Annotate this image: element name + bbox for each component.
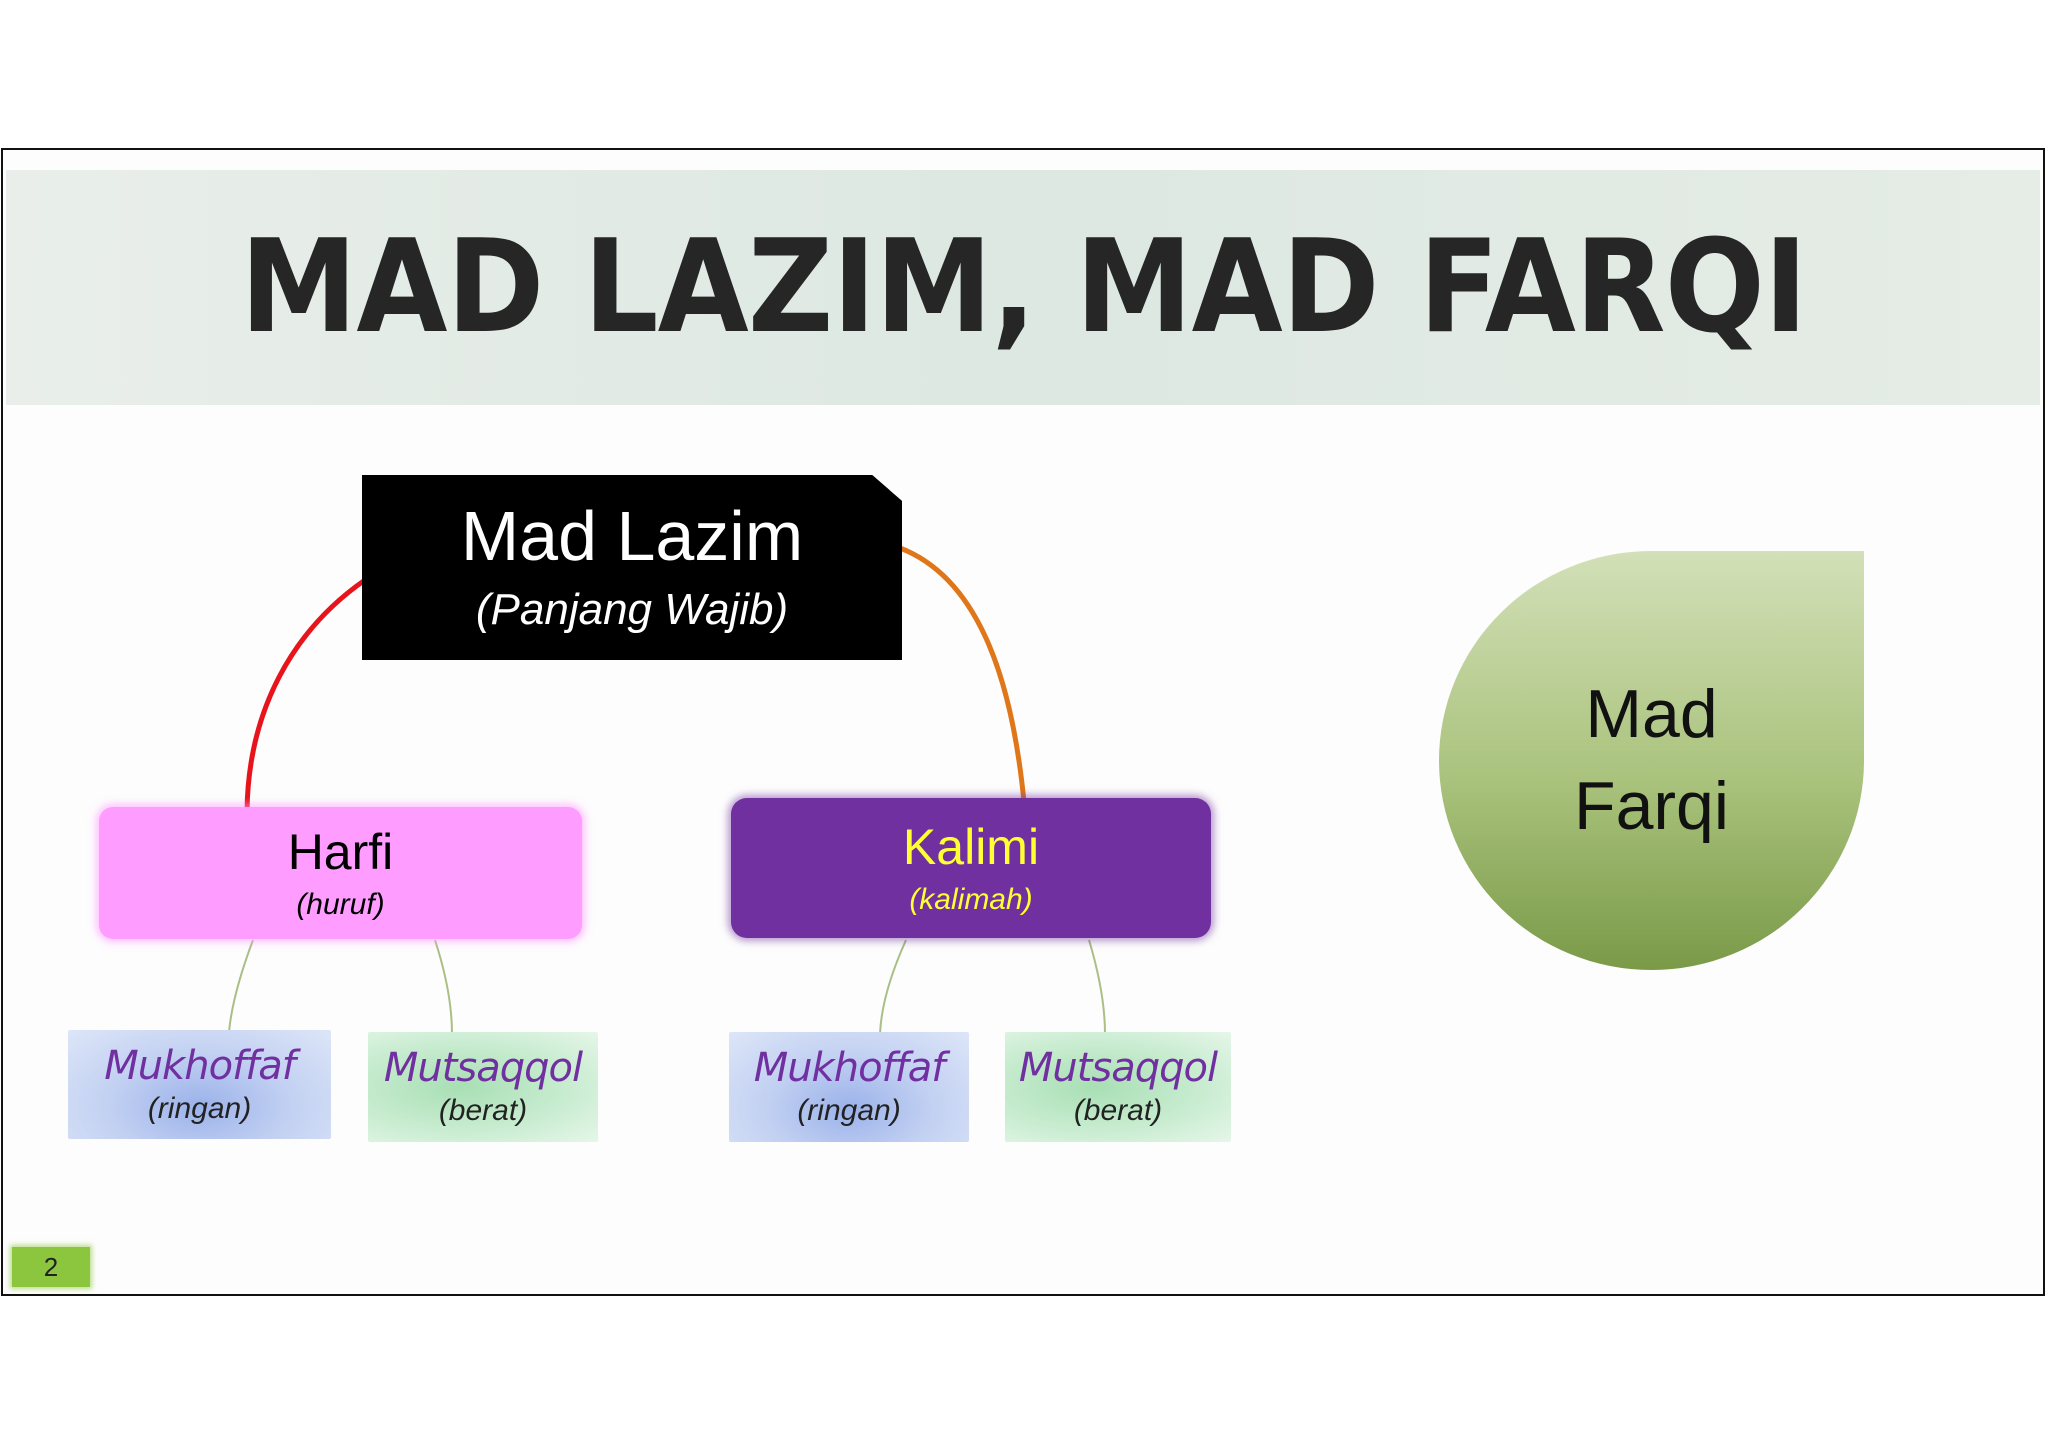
connector-harfi-leaf1 (228, 939, 254, 1033)
leaf-label: Mukhoffaf (753, 1045, 946, 1091)
node-mad-farqi: Mad Farqi (1439, 551, 1864, 970)
leaf-node-harfi-mutsaqqol: Mutsaqqol (berat) (368, 1032, 598, 1142)
connector-kalimi-leaf3 (879, 939, 907, 1035)
leaf-label: Mukhoffaf (104, 1042, 296, 1089)
connector-root-harfi (244, 577, 367, 813)
branch-label: Kalimi (902, 818, 1040, 875)
slide-title: MAD LAZIM, MAD FARQI (239, 213, 1808, 362)
connector-harfi-leaf2 (434, 939, 453, 1035)
branch-sublabel: (huruf) (296, 887, 385, 921)
leaf-label: Mutsaqqol (1018, 1045, 1218, 1091)
leaf-node-kalimi-mutsaqqol: Mutsaqqol (berat) (1005, 1032, 1231, 1142)
title-banner: MAD LAZIM, MAD FARQI (6, 170, 2040, 405)
branch-sublabel: (kalimah) (909, 882, 1033, 916)
leaf-node-kalimi-mukhoffaf: Mukhoffaf (ringan) (729, 1032, 969, 1142)
farqi-line1: Mad (1585, 675, 1718, 752)
slide: MAD LAZIM, MAD FARQI Mad Lazim (Panjang … (1, 148, 2045, 1296)
connector-root-kalimi (899, 545, 1027, 803)
leaf-node-harfi-mukhoffaf: Mukhoffaf (ringan) (68, 1030, 331, 1139)
connector-lines (228, 545, 1106, 1035)
connector-kalimi-leaf4 (1088, 939, 1106, 1035)
root-label: Mad Lazim (460, 496, 804, 575)
branch-label: Harfi (287, 823, 394, 880)
root-sublabel: (Panjang Wajib) (475, 584, 789, 634)
leaf-sublabel: (berat) (438, 1094, 528, 1127)
leaf-sublabel: (ringan) (147, 1091, 252, 1125)
leaf-sublabel: (ringan) (797, 1094, 901, 1127)
branch-node-kalimi: Kalimi (kalimah) (731, 798, 1211, 938)
branch-node-harfi: Harfi (huruf) (99, 807, 582, 939)
leaf-label: Mutsaqqol (383, 1045, 583, 1091)
page-number: 2 (12, 1247, 90, 1287)
root-node-mad-lazim: Mad Lazim (Panjang Wajib) (362, 475, 902, 660)
farqi-line2: Farqi (1574, 767, 1729, 844)
leaf-sublabel: (berat) (1073, 1094, 1163, 1127)
